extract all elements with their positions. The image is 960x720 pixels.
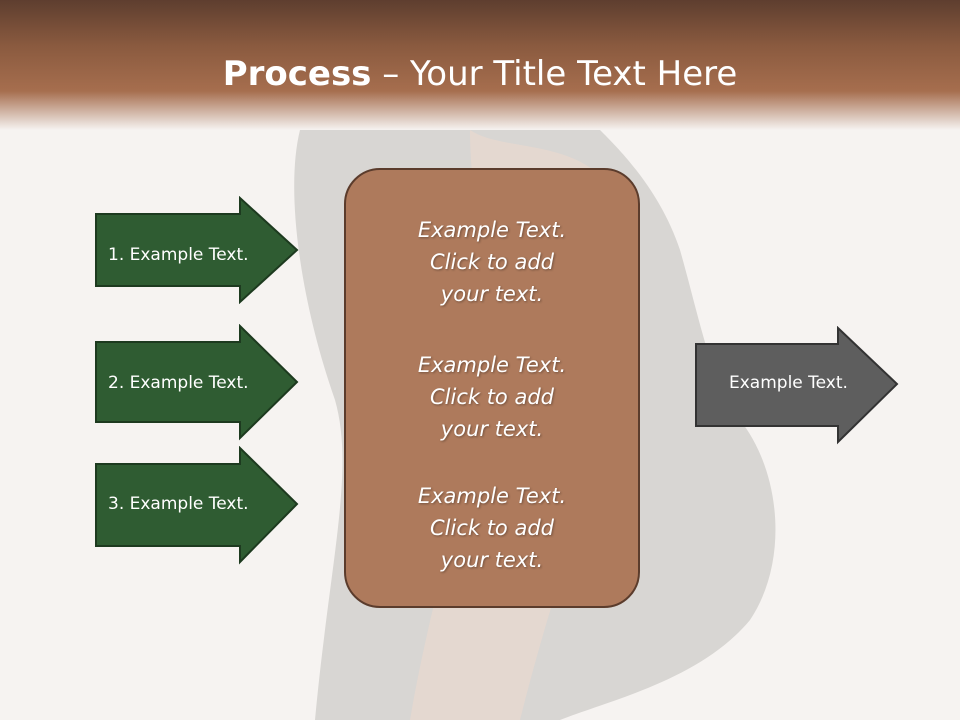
- title-rest: – Your Title Text Here: [371, 54, 738, 94]
- result-label: Example Text.: [729, 373, 848, 393]
- result-arrow[interactable]: [694, 326, 900, 446]
- page-title: Process – Your Title Text Here: [0, 52, 960, 96]
- block-2-line-1: Example Text.: [417, 353, 567, 377]
- step-arrow-1[interactable]: [94, 196, 300, 304]
- step-arrow-2[interactable]: [94, 324, 300, 442]
- block-3-line-3: your text.: [440, 548, 544, 572]
- center-text-box[interactable]: Example Text. Click to add your text. Ex…: [344, 168, 640, 608]
- block-3-line-1: Example Text.: [417, 484, 567, 508]
- center-block-3: Example Text. Click to add your text.: [346, 480, 638, 576]
- center-block-2: Example Text. Click to add your text.: [346, 349, 638, 445]
- header-band: [0, 0, 960, 130]
- title-bold: Process: [222, 54, 372, 94]
- block-1-line-2: Click to add: [429, 250, 554, 274]
- step-label-3: 3. Example Text.: [108, 494, 249, 514]
- step-label-1: 1. Example Text.: [108, 245, 249, 265]
- center-block-1: Example Text. Click to add your text.: [346, 214, 638, 310]
- step-arrow-3[interactable]: [94, 446, 300, 566]
- block-1-line-1: Example Text.: [417, 218, 567, 242]
- block-2-line-3: your text.: [440, 417, 544, 441]
- block-2-line-2: Click to add: [429, 385, 554, 409]
- block-1-line-3: your text.: [440, 282, 544, 306]
- block-3-line-2: Click to add: [429, 516, 554, 540]
- step-label-2: 2. Example Text.: [108, 373, 249, 393]
